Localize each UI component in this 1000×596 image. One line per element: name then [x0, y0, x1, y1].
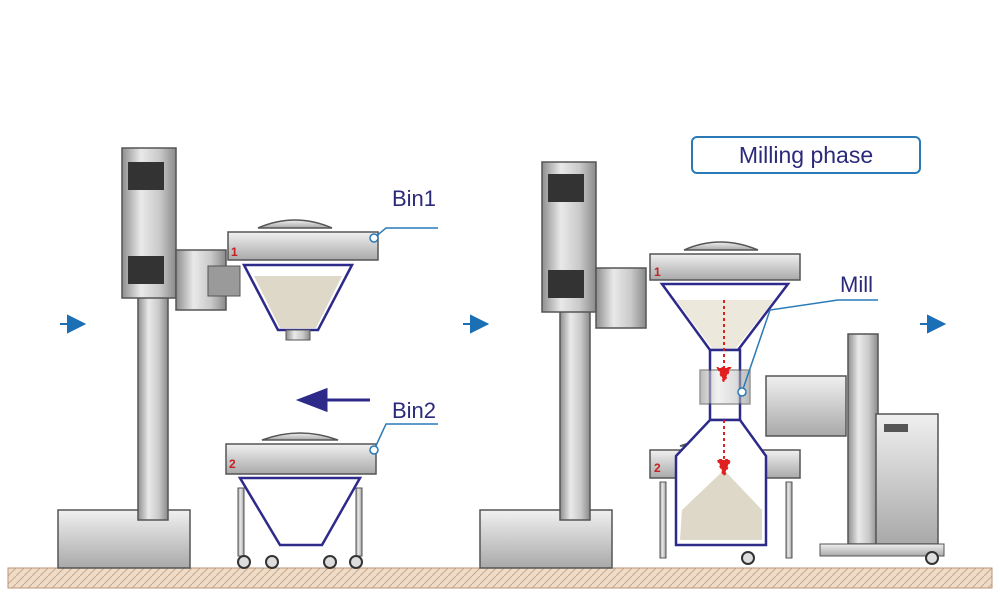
flow-arrow-icon: [60, 314, 87, 334]
bin1-marker: 1: [231, 245, 238, 259]
bin1-left: [227, 219, 379, 341]
milling-phase-badge: Milling phase: [691, 136, 921, 174]
lifting-column-left: [57, 147, 241, 569]
mill-label: Mill: [840, 272, 873, 297]
bin2-left: [225, 432, 377, 569]
bin2-marker: 2: [229, 457, 236, 471]
floor: [7, 567, 993, 589]
lifting-column-right: [479, 161, 647, 569]
bin2-marker-right: 2: [654, 461, 661, 475]
bin2-right: [649, 418, 801, 559]
bin1-label: Bin1: [392, 186, 437, 211]
flow-down-arrow-icon: [716, 300, 732, 385]
mill-leader: [741, 299, 878, 393]
move-left-arrow-icon: [295, 387, 370, 413]
bin2-leader: [373, 423, 438, 451]
bin2-label: Bin2: [392, 398, 437, 423]
flow-arrow-icon: [920, 314, 947, 334]
bin1-leader: [373, 227, 438, 239]
bin1-marker-right: 1: [654, 265, 661, 279]
bin1-right: [649, 241, 801, 352]
flow-arrow-icon: [463, 314, 490, 334]
flow-down-arrow-icon: [716, 420, 732, 479]
